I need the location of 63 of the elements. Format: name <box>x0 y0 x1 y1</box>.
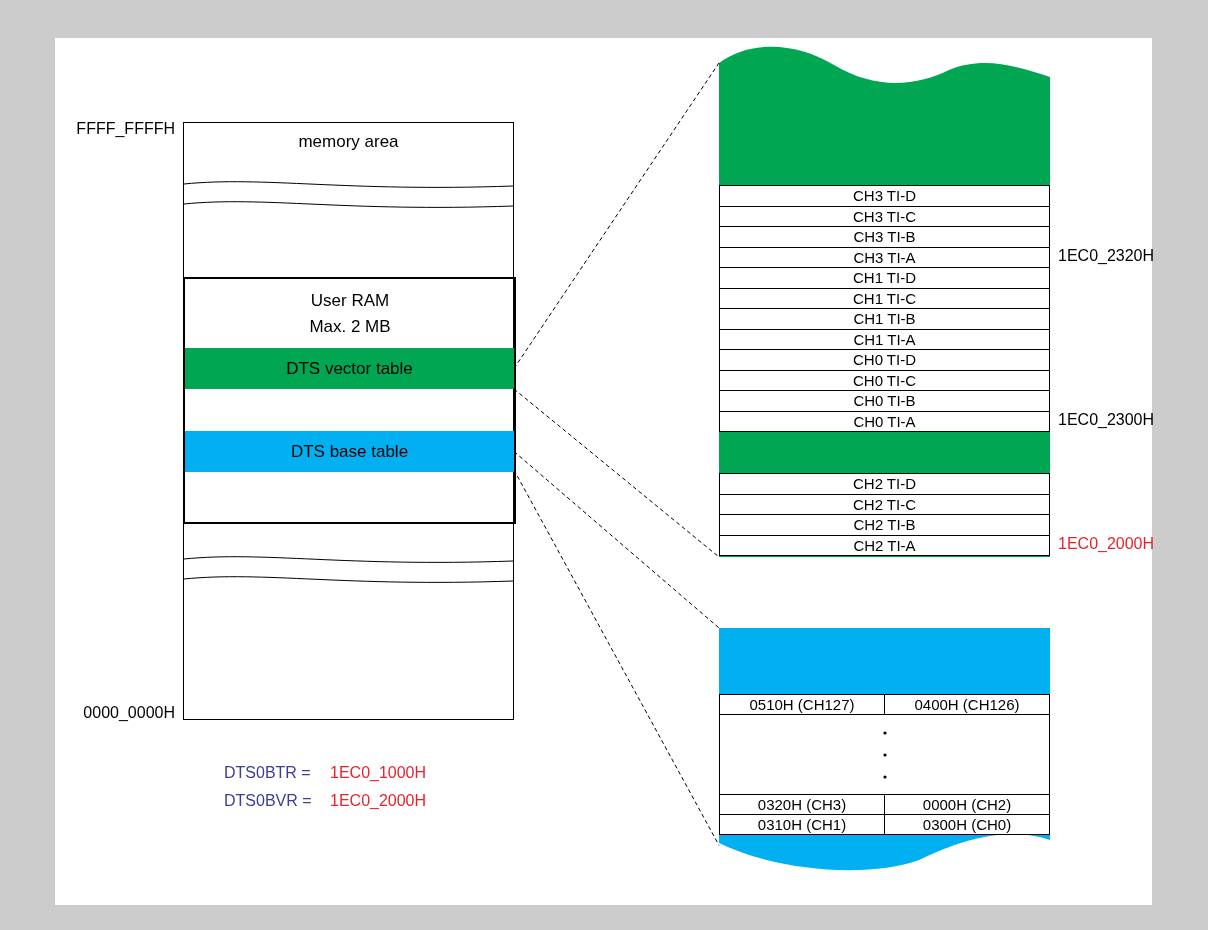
row-label: CH2 TI-A <box>853 536 916 554</box>
row-label: CH3 TI-B <box>853 228 916 246</box>
register-name: DTS0BVR = <box>224 792 312 810</box>
address-label: FFFF_FFFFH <box>76 120 175 138</box>
region-label: DTS vector table <box>286 358 413 379</box>
row-label: CH0 TI-D <box>852 351 917 369</box>
table-row <box>719 205 1050 227</box>
address-label: 1EC0_2000H <box>1058 535 1155 554</box>
row-label: CH2 TI-B <box>853 516 916 534</box>
leader-line <box>513 388 720 558</box>
row-label: CH0 TI-A <box>853 412 916 430</box>
table-row <box>719 287 1050 309</box>
row-label: CH3 TI-D <box>852 187 917 205</box>
table-region-bar <box>185 348 514 389</box>
table-row <box>719 390 1050 412</box>
table-row <box>719 185 1050 207</box>
row-label: CH1 TI-C <box>852 289 917 307</box>
table-row <box>719 328 1050 350</box>
table-row <box>719 246 1050 268</box>
row-label: CH2 TI-C <box>852 495 917 513</box>
row-label: CH1 TI-A <box>853 330 916 348</box>
register-name: DTS0BTR = <box>224 764 311 782</box>
row-label: CH3 TI-A <box>853 248 916 266</box>
address-label: 0000_0000H <box>83 704 175 722</box>
table-row <box>719 267 1050 289</box>
row-label: 0510H (CH127) <box>749 696 855 713</box>
address-label: 1EC0_2320H <box>1058 247 1155 266</box>
register-value: 1EC0_2000H <box>330 792 427 810</box>
row-label: CH1 TI-D <box>852 269 917 287</box>
row-label: 0310H (CH1) <box>757 816 847 833</box>
address-label: 1EC0_2300H <box>1058 411 1155 430</box>
row-label: 0000H (CH2) <box>922 796 1012 813</box>
register-value: 1EC0_1000H <box>330 764 427 782</box>
table-row <box>719 226 1050 248</box>
table-row <box>719 308 1050 330</box>
row-label: 0320H (CH3) <box>757 796 847 813</box>
region-label: memory area <box>297 132 400 152</box>
table-row <box>719 349 1050 371</box>
ram-region-box <box>183 277 516 524</box>
table-row <box>719 473 1050 495</box>
table-row <box>884 794 1050 815</box>
table-row <box>884 694 1050 715</box>
row-label: CH0 TI-C <box>852 371 917 389</box>
row-label: CH2 TI-D <box>852 475 917 493</box>
leader-line <box>513 451 720 629</box>
table-row <box>719 534 1050 556</box>
table-row <box>719 493 1050 515</box>
row-label: CH1 TI-B <box>853 310 916 328</box>
table-row <box>719 514 1050 536</box>
row-label: 0300H (CH0) <box>922 816 1012 833</box>
region-label: User RAM Max. 2 MB <box>308 290 392 338</box>
row-label: CH0 TI-B <box>853 392 916 410</box>
region-label: DTS base table <box>290 441 409 462</box>
table-region-bar <box>185 431 514 472</box>
table-row <box>719 694 885 715</box>
table-row <box>719 369 1050 391</box>
row-label: CH3 TI-C <box>852 207 917 225</box>
table-row <box>719 794 885 815</box>
memory-block <box>719 45 1050 557</box>
memory-map-column <box>183 122 514 720</box>
leader-line <box>513 62 720 369</box>
table-row <box>719 410 1050 432</box>
row-label: 0400H (CH126) <box>914 696 1020 713</box>
